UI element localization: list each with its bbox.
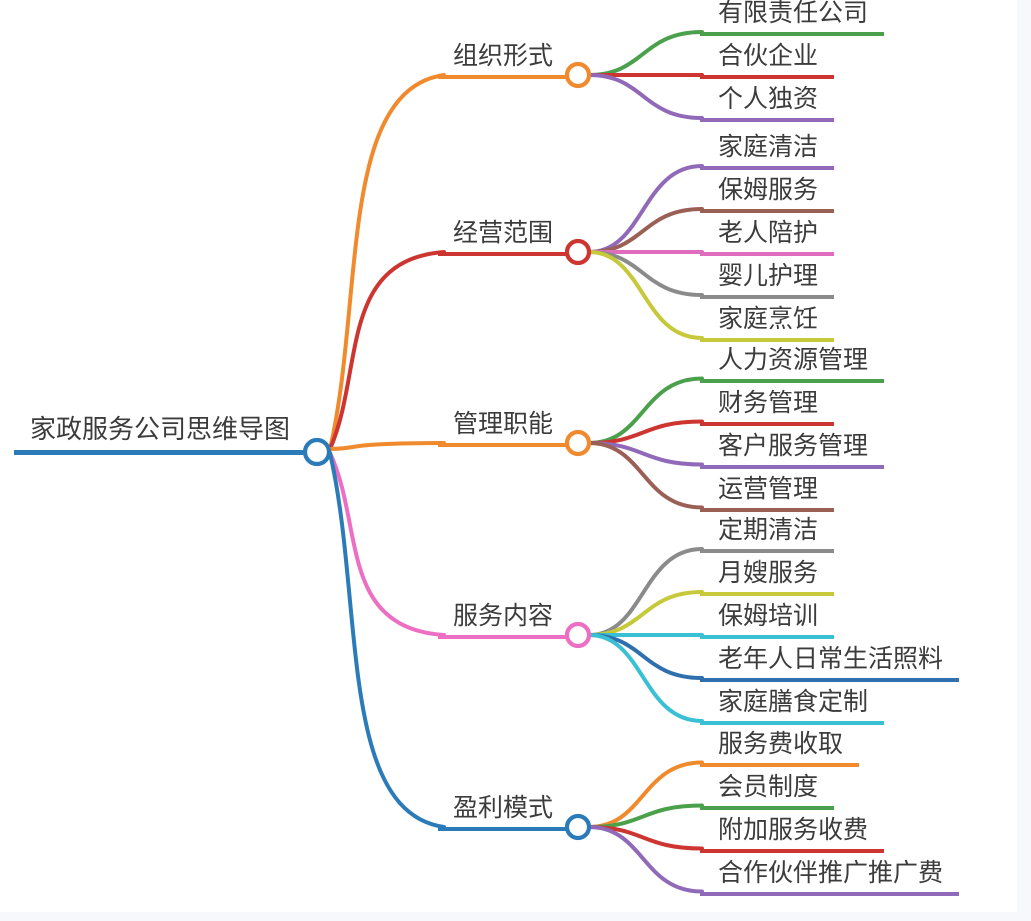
branch-node-toggle-0[interactable] bbox=[564, 61, 592, 89]
child-node-4-2[interactable]: 附加服务收费 bbox=[700, 814, 885, 853]
child-connector-4-3 bbox=[587, 825, 704, 894]
child-node-2-3[interactable]: 运营管理 bbox=[700, 473, 835, 512]
child-node-3-1[interactable]: 月嫂服务 bbox=[700, 557, 835, 596]
child-node-1-2[interactable]: 老人陪护 bbox=[700, 217, 835, 256]
child-node-3-3[interactable]: 老年人日常生活照料 bbox=[700, 643, 960, 682]
child-connector-1-1 bbox=[587, 207, 704, 254]
page-gutter-bottom bbox=[0, 912, 1031, 921]
child-node-0-2[interactable]: 个人独资 bbox=[700, 83, 835, 122]
branch-connector-4 bbox=[328, 451, 446, 829]
child-node-0-1[interactable]: 合伙企业 bbox=[700, 40, 835, 79]
branch-node-2[interactable]: 管理职能 bbox=[438, 408, 568, 447]
child-node-1-3[interactable]: 婴儿护理 bbox=[700, 260, 835, 299]
child-node-1-4[interactable]: 家庭烹饪 bbox=[700, 303, 835, 342]
child-connector-1-3 bbox=[587, 250, 704, 297]
branch-node-toggle-1[interactable] bbox=[564, 238, 592, 266]
branch-node-3[interactable]: 服务内容 bbox=[438, 600, 568, 639]
child-connector-3-4 bbox=[587, 633, 704, 723]
root-node[interactable]: 家政服务公司思维导图 bbox=[14, 412, 306, 455]
branch-node-4[interactable]: 盈利模式 bbox=[438, 792, 568, 831]
child-node-2-1[interactable]: 财务管理 bbox=[700, 387, 835, 426]
child-node-1-0[interactable]: 家庭清洁 bbox=[700, 131, 835, 170]
child-connector-0-2 bbox=[587, 73, 704, 120]
child-node-2-0[interactable]: 人力资源管理 bbox=[700, 344, 885, 383]
page-gutter-right bbox=[1017, 0, 1031, 921]
branch-node-toggle-4[interactable] bbox=[564, 813, 592, 841]
child-node-3-4[interactable]: 家庭膳食定制 bbox=[700, 686, 885, 725]
child-node-4-3[interactable]: 合作伙伴推广推广费 bbox=[700, 857, 960, 896]
child-connector-3-3 bbox=[587, 633, 704, 680]
branch-connector-3 bbox=[328, 451, 446, 637]
child-connector-3-1 bbox=[587, 590, 704, 637]
child-node-2-2[interactable]: 客户服务管理 bbox=[700, 430, 885, 469]
child-node-4-0[interactable]: 服务费收取 bbox=[700, 728, 860, 767]
child-node-3-2[interactable]: 保姆培训 bbox=[700, 600, 835, 639]
child-connector-2-3 bbox=[587, 441, 704, 510]
branch-connector-1 bbox=[328, 250, 446, 451]
child-node-0-0[interactable]: 有限责任公司 bbox=[700, 0, 885, 36]
branch-node-0[interactable]: 组织形式 bbox=[438, 40, 568, 79]
branch-node-toggle-3[interactable] bbox=[564, 621, 592, 649]
child-node-4-1[interactable]: 会员制度 bbox=[700, 771, 835, 810]
child-node-3-0[interactable]: 定期清洁 bbox=[700, 514, 835, 553]
branch-connector-0 bbox=[328, 73, 446, 451]
branch-node-1[interactable]: 经营范围 bbox=[438, 217, 568, 256]
root-node-toggle[interactable] bbox=[302, 437, 332, 467]
branch-connector-2 bbox=[328, 441, 446, 451]
branch-node-toggle-2[interactable] bbox=[564, 429, 592, 457]
child-connector-1-4 bbox=[587, 250, 704, 340]
child-node-1-1[interactable]: 保姆服务 bbox=[700, 174, 835, 213]
child-connector-0-0 bbox=[587, 30, 704, 77]
